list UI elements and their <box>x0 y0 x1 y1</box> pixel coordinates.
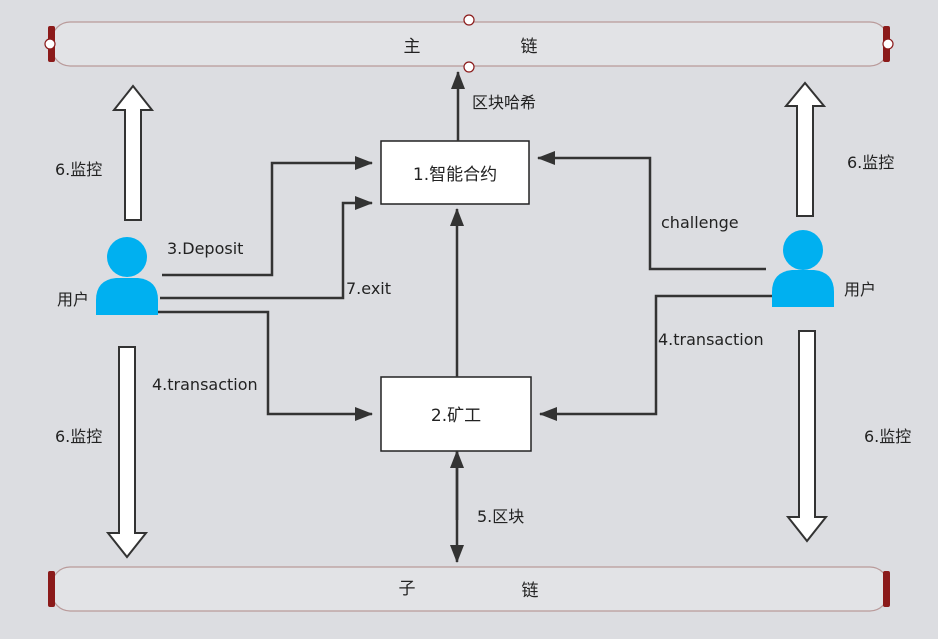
arrow-deposit <box>162 156 373 277</box>
sub-chain: 子 链 <box>48 566 890 612</box>
label-challenge: challenge <box>661 213 739 232</box>
main-chain-handle-top <box>463 14 475 26</box>
main-chain-label-left: 主 <box>404 37 421 57</box>
arrow-exit <box>160 196 373 300</box>
main-chain-handle-bottom <box>463 61 475 73</box>
main-chain-body <box>51 21 889 67</box>
sub-chain-label-left: 子 <box>399 579 416 599</box>
main-chain: 主 链 <box>44 14 894 73</box>
label-block: 5.区块 <box>477 507 524 526</box>
monitor-arrow-right-up <box>783 81 827 217</box>
main-chain-handle-right <box>882 38 894 50</box>
connectors <box>158 71 780 563</box>
label-deposit: 3.Deposit <box>167 239 243 258</box>
monitor-arrow-left-up <box>111 84 155 221</box>
sub-chain-body <box>51 566 889 612</box>
arrow-transaction-right <box>539 294 780 421</box>
user-right-icon <box>772 230 834 307</box>
user-right-label: 用户 <box>844 280 876 299</box>
label-monitor-right-down: 6.监控 <box>864 427 911 446</box>
label-monitor-left-down: 6.监控 <box>55 427 102 446</box>
label-exit: 7.exit <box>346 279 391 298</box>
monitor-arrow-right-down <box>785 330 829 543</box>
user-left-icon <box>96 237 158 315</box>
monitor-arrow-left-down <box>105 346 149 559</box>
user-left-label: 用户 <box>57 290 89 309</box>
miner-box: 2.矿工 <box>380 376 532 452</box>
sub-chain-right-end <box>883 571 890 607</box>
label-monitor-right-up: 6.监控 <box>847 153 894 172</box>
smart-contract-label: 1.智能合约 <box>413 165 497 185</box>
arrow-challenge <box>537 151 766 271</box>
sub-chain-left-end <box>48 571 55 607</box>
label-transaction-left: 4.transaction <box>152 375 258 394</box>
smart-contract-box: 1.智能合约 <box>380 140 530 205</box>
miner-label: 2.矿工 <box>431 406 481 426</box>
label-transaction-right: 4.transaction <box>658 330 764 349</box>
main-chain-label-right: 链 <box>521 37 538 57</box>
sub-chain-label-right: 链 <box>522 581 539 601</box>
arrow-transaction-left <box>158 310 373 421</box>
label-block-hash: 区块哈希 <box>472 93 536 112</box>
main-chain-handle-left <box>44 38 56 50</box>
monitor-arrows <box>105 81 829 559</box>
label-monitor-left-up: 6.监控 <box>55 160 102 179</box>
